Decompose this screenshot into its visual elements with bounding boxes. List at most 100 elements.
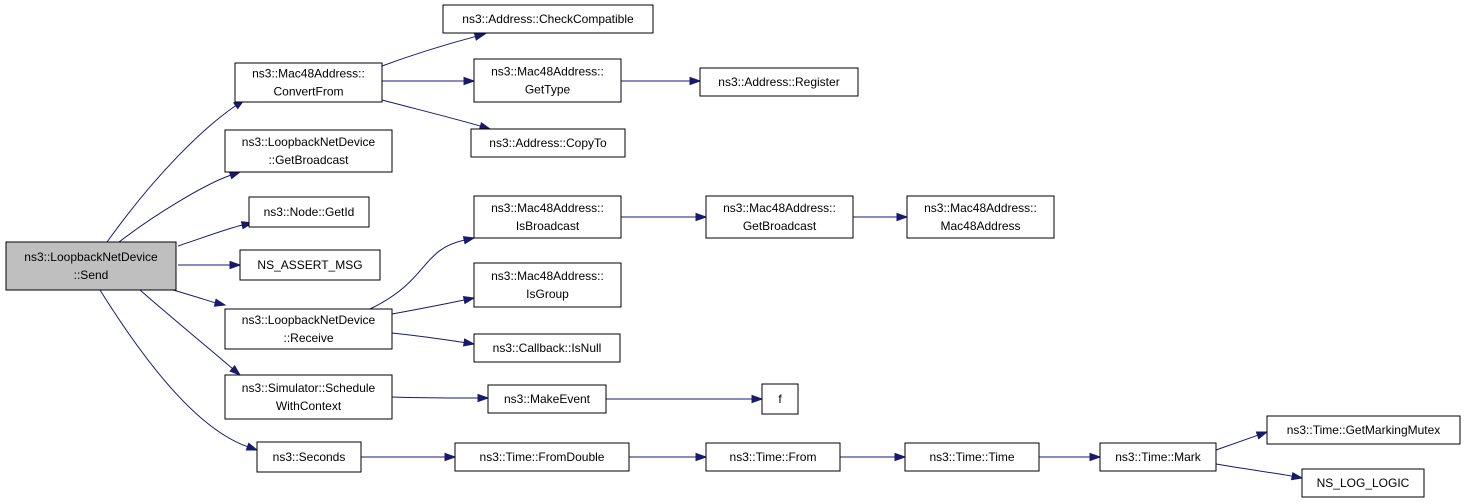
arrowhead [1290, 471, 1304, 481]
edge-line [391, 299, 465, 315]
edge-line [177, 224, 243, 247]
node-label: ns3::Time::GetMarkingMutex [1287, 423, 1441, 437]
edge-layer [99, 32, 1304, 481]
node-makeevent[interactable]: ns3::MakeEvent [487, 384, 607, 414]
node-label: GetType [525, 83, 571, 97]
node-box [761, 383, 799, 415]
node-box [234, 62, 383, 103]
node-copyto[interactable]: ns3::Address::CopyTo [470, 128, 626, 158]
node-box [224, 129, 393, 173]
node-box [248, 196, 370, 228]
node-box [473, 333, 621, 363]
arrowhead [473, 32, 487, 41]
node-label: ::GetBroadcast [268, 153, 349, 167]
edge-convertfrom-checkcompat [381, 32, 487, 67]
edge-receive-isnull [391, 332, 476, 347]
node-receive[interactable]: ns3::LoopbackNetDevice::Receive [224, 308, 393, 350]
edge-send-seconds [99, 289, 259, 451]
node-label: ns3::Mac48Address:: [252, 67, 365, 81]
node-gettype[interactable]: ns3::Mac48Address::GetType [473, 58, 622, 103]
arrowhead [695, 452, 708, 462]
arrowhead [894, 452, 907, 462]
node-checkcompat[interactable]: ns3::Address::CheckCompatible [442, 4, 654, 34]
node-label: ::Receive [283, 331, 333, 345]
arrowhead [229, 260, 242, 270]
node-timector[interactable]: ns3::Time::Time [904, 442, 1040, 472]
node-seconds[interactable]: ns3::Seconds [256, 441, 362, 473]
edge-getbroadcast_mac-mac48ctor [853, 212, 909, 222]
edge-convertfrom-gettype [382, 76, 476, 86]
arrowhead [477, 393, 490, 403]
edge-line [99, 289, 248, 448]
node-label: ::Send [74, 268, 109, 282]
node-label: ns3::Address::Register [718, 75, 839, 89]
arrowhead [896, 212, 909, 222]
edge-receive-isbroadcast [369, 236, 476, 310]
edge-seconds-fromdouble [360, 452, 457, 462]
node-from[interactable]: ns3::Time::From [705, 442, 841, 472]
node-label: Mac48Address [940, 219, 1020, 233]
node-assert[interactable]: NS_ASSERT_MSG [239, 249, 381, 281]
node-label: ns3::LoopbackNetDevice [24, 250, 158, 264]
node-box [442, 4, 654, 34]
node-mutex[interactable]: ns3::Time::GetMarkingMutex [1266, 415, 1461, 445]
arrowhead [689, 76, 702, 86]
edge-send-convertfrom [106, 99, 246, 243]
node-fromdouble[interactable]: ns3::Time::FromDouble [454, 442, 630, 472]
node-label: ns3::Mac48Address:: [491, 65, 604, 79]
node-register[interactable]: ns3::Address::Register [699, 67, 859, 97]
node-box [473, 195, 622, 239]
node-label: NS_LOG_LOGIC [1317, 476, 1410, 490]
node-label: ns3::Time::Mark [1115, 450, 1202, 464]
edge-convertfrom-copyto [381, 99, 492, 131]
node-label: ns3::Time::Time [929, 450, 1014, 464]
node-f[interactable]: f [761, 383, 799, 415]
edge-send-getid [177, 221, 254, 247]
edge-line [391, 332, 465, 343]
edge-line [172, 289, 216, 304]
node-label: ns3::Node::GetId [264, 205, 355, 219]
edge-line [391, 396, 479, 399]
edge-line [1215, 434, 1258, 451]
node-label: ns3::Mac48Address:: [924, 201, 1037, 215]
arrowhead [213, 298, 227, 307]
edge-line [369, 239, 465, 310]
node-label: ns3::Callback::IsNull [493, 341, 602, 355]
arrowhead [1089, 452, 1102, 462]
edge-schedule-makeevent [391, 393, 490, 403]
node-mark[interactable]: ns3::Time::Mark [1099, 442, 1217, 472]
node-isbroadcast[interactable]: ns3::Mac48Address::IsBroadcast [473, 195, 622, 239]
node-isgroup[interactable]: ns3::Mac48Address::IsGroup [473, 262, 622, 308]
node-getbroadcast_lnd[interactable]: ns3::LoopbackNetDevice::GetBroadcast [224, 129, 393, 173]
arrowhead [463, 76, 476, 86]
node-box [239, 249, 381, 281]
node-label: GetBroadcast [743, 219, 817, 233]
arrowhead [1255, 431, 1269, 440]
node-box [473, 262, 622, 308]
node-box [906, 195, 1055, 239]
node-loglogic[interactable]: NS_LOG_LOGIC [1301, 468, 1425, 498]
node-isnull[interactable]: ns3::Callback::IsNull [473, 333, 621, 363]
node-getid[interactable]: ns3::Node::GetId [248, 196, 370, 228]
node-label: ConvertFrom [273, 85, 343, 99]
edge-line [381, 36, 476, 67]
node-mac48ctor[interactable]: ns3::Mac48Address::Mac48Address [906, 195, 1055, 239]
edge-receive-isgroup [391, 296, 476, 315]
node-box [473, 58, 622, 103]
node-label: NS_ASSERT_MSG [257, 258, 362, 272]
node-box [487, 384, 607, 414]
node-label: ns3::Mac48Address:: [491, 269, 604, 283]
node-send[interactable]: ns3::LoopbackNetDevice::Send [5, 241, 177, 291]
node-label: ns3::Address::CopyTo [489, 136, 607, 150]
arrowhead [751, 394, 764, 404]
node-convertfrom[interactable]: ns3::Mac48Address::ConvertFrom [234, 62, 383, 103]
node-getbroadcast_mac[interactable]: ns3::Mac48Address::GetBroadcast [705, 195, 854, 239]
edge-line [381, 99, 481, 127]
edge-send-receive [172, 289, 227, 307]
node-label: ns3::Time::FromDouble [480, 450, 605, 464]
node-box [705, 442, 841, 472]
node-box [699, 67, 859, 97]
edge-send-schedule [139, 289, 242, 376]
arrowhead [462, 236, 476, 245]
